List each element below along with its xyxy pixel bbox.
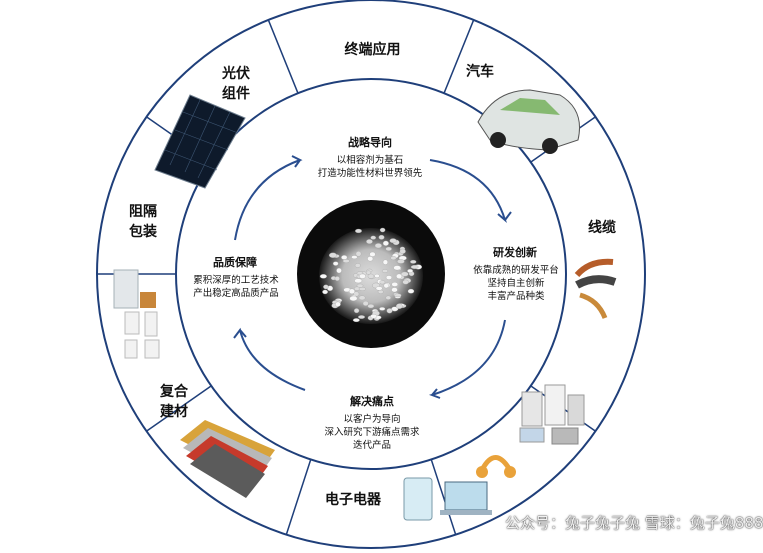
segment-electronics: 电子电器	[325, 492, 381, 508]
pellet	[377, 289, 384, 294]
pellet	[353, 308, 360, 314]
pellet	[355, 228, 362, 234]
watermark: 公众号：兔子兔子兔 雪球：兔子兔888	[505, 514, 763, 532]
step-quality-desc: 累积深厚的工艺技术 产出稳定高品质产品	[193, 275, 279, 299]
pellet	[385, 295, 391, 300]
pellet	[400, 271, 409, 277]
pellet	[354, 263, 361, 268]
pellet	[351, 255, 358, 259]
step-rnd-desc: 依靠成熟的研发平台 坚持自主创新 丰富产品种类	[473, 265, 559, 302]
pellet	[352, 318, 360, 323]
arrow-right-down	[428, 319, 506, 399]
step-strategy-title: 战略导向	[348, 136, 392, 149]
pellet	[407, 288, 415, 294]
pellet	[410, 259, 417, 264]
segment-composite-building: 复合 建材	[160, 384, 188, 420]
pellet	[359, 273, 366, 279]
pellet	[389, 238, 397, 244]
segment-barrier-packaging: 阻隔 包装	[129, 204, 157, 240]
pellet	[366, 239, 373, 244]
pellet	[402, 279, 409, 285]
pellet	[367, 273, 375, 279]
pellet	[355, 251, 362, 257]
electronics-image	[519, 384, 585, 445]
pellet	[391, 287, 398, 293]
pellet	[374, 243, 382, 249]
pellet	[358, 295, 366, 301]
pellet	[390, 256, 397, 260]
pellet	[365, 270, 372, 275]
cable-image	[574, 258, 617, 319]
ring-divider	[285, 459, 312, 535]
ring-divider	[146, 385, 212, 432]
pellet	[370, 314, 378, 319]
pellet	[386, 308, 393, 314]
pellet	[379, 280, 386, 285]
pellet	[393, 265, 401, 271]
step-rnd-title: 研发创新	[493, 246, 537, 259]
pellet	[399, 248, 406, 254]
pellet	[382, 240, 389, 246]
pellet	[395, 303, 403, 309]
ring-divider	[443, 19, 475, 94]
car-image	[477, 89, 580, 154]
pellet	[378, 234, 385, 240]
pellet	[332, 261, 339, 266]
segment-end-application: 终端应用	[344, 42, 401, 58]
ring-divider	[267, 19, 299, 94]
pellet	[410, 265, 419, 269]
solar-panel-image	[154, 94, 246, 189]
step-pain-points-title: 解决痛点	[350, 395, 394, 408]
pellet	[358, 315, 365, 319]
pellet	[341, 255, 348, 260]
step-pain-points-desc: 以客户为导向 深入研究下游痛点需求 迭代产品	[324, 414, 420, 451]
pellet	[323, 284, 329, 290]
pellet	[379, 227, 386, 233]
segment-automotive: 汽车	[466, 64, 494, 80]
pellet	[362, 300, 369, 306]
arrow-left-up	[234, 155, 303, 241]
pellet	[335, 301, 341, 307]
laptop-phone-headphones-image	[403, 455, 516, 521]
pellet	[349, 295, 358, 302]
pellet	[319, 274, 327, 279]
pellet	[396, 273, 403, 279]
ring-diagram	[96, 0, 646, 549]
pellet	[391, 282, 398, 287]
arrow-top-right	[429, 159, 512, 223]
pellet	[348, 288, 355, 295]
pellet	[328, 252, 337, 258]
step-quality-title: 品质保障	[213, 256, 257, 269]
composite-panel-image	[180, 420, 275, 498]
center-pellets-image	[297, 200, 445, 348]
segment-cable: 线缆	[588, 220, 616, 236]
segment-solar-module: 光伏 组件	[222, 66, 250, 102]
pellet	[336, 267, 342, 274]
arrow-bottom-left	[233, 327, 306, 391]
pellet	[342, 259, 350, 263]
pellet	[385, 275, 392, 280]
pellet	[374, 273, 380, 278]
pellet	[385, 246, 392, 251]
pellet	[334, 276, 340, 281]
pellet	[369, 251, 376, 257]
pellet	[370, 235, 376, 240]
pellet	[381, 269, 389, 273]
pellet	[358, 287, 366, 291]
pellet	[394, 293, 402, 298]
pellet	[367, 256, 374, 262]
pellet	[397, 259, 405, 264]
pellet	[382, 259, 388, 265]
pellet	[383, 283, 389, 289]
ring-divider	[430, 459, 457, 535]
pellet	[322, 289, 328, 295]
cycle-arrows	[233, 155, 512, 399]
pellet	[379, 307, 386, 311]
pellet	[407, 268, 413, 273]
pellet	[375, 286, 383, 291]
barrier-packaging-image	[113, 269, 160, 359]
step-strategy-desc: 以相容剂为基石 打造功能性材料世界领先	[317, 155, 423, 179]
pellet	[354, 278, 363, 284]
pellet	[367, 304, 375, 309]
